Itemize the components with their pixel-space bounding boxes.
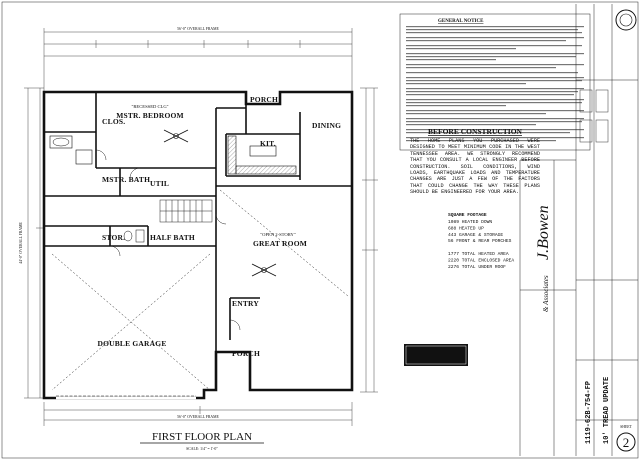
general-notice-box bbox=[399, 13, 591, 151]
before-construction-heading: BEFORE CONSTRUCTION bbox=[428, 127, 523, 136]
recessed-ceiling-note: "RECESSED CLG" bbox=[131, 104, 168, 109]
title-block bbox=[519, 4, 638, 456]
garage-door bbox=[56, 395, 196, 400]
plan-number: 1119-62B-754-FP bbox=[585, 381, 593, 444]
room-label-utility: UTIL bbox=[150, 179, 169, 188]
overall-width-label: 56'-0" OVERALL FRAME bbox=[177, 27, 219, 31]
general-notice-text bbox=[406, 26, 584, 142]
room-label-storage: STOR. bbox=[102, 233, 125, 242]
square-footage-line: 1089 HEATED DOWN bbox=[448, 219, 492, 225]
firm-name: & Associates bbox=[542, 275, 550, 312]
square-footage-line: 2276 TOTAL UNDER ROOF bbox=[448, 264, 506, 270]
before-construction-body: THE HOME PLANS YOU PURCHASED WERE DESIGN… bbox=[410, 138, 540, 196]
ceiling-fan-icon bbox=[163, 129, 189, 143]
interior-walls bbox=[44, 92, 352, 352]
note-stamp bbox=[404, 344, 468, 366]
great-room-height-note: "OPEN 2-STORY" bbox=[260, 232, 296, 237]
room-label-closet: CLOS. bbox=[102, 117, 125, 126]
square-footage-line: 688 HEATED UP bbox=[448, 225, 484, 231]
square-footage-line: 2220 TOTAL ENCLOSED AREA bbox=[448, 257, 514, 263]
room-label-porch-front: PORCH bbox=[232, 349, 260, 358]
firm-signature: J.Bowen bbox=[535, 205, 552, 260]
room-label-master-bedroom: MSTR. BEDROOM bbox=[116, 111, 184, 120]
room-label-double-garage: DOUBLE GARAGE bbox=[97, 339, 166, 348]
room-label-kitchen: KIT. bbox=[260, 139, 276, 148]
sheet-number-circle bbox=[616, 432, 636, 452]
room-label-entry: ENTRY bbox=[232, 299, 259, 308]
plan-title: FIRST FLOOR PLAN bbox=[152, 431, 252, 443]
firm-seal-icon bbox=[615, 9, 637, 31]
room-label-half-bath: HALF BATH bbox=[150, 233, 195, 242]
overall-depth-label: 44'-0" OVERALL FRAME bbox=[19, 221, 23, 263]
dimension-lines bbox=[24, 28, 378, 426]
stair bbox=[159, 199, 213, 223]
general-notice-heading: GENERAL NOTICE bbox=[438, 19, 484, 24]
room-label-porch-rear: PORCH bbox=[250, 95, 278, 104]
overall-width-label-bottom: 56'-0" OVERALL FRAME bbox=[177, 415, 219, 419]
ceiling-fan-icon bbox=[251, 263, 277, 277]
ceiling-fan-icons bbox=[163, 129, 277, 277]
exterior-walls bbox=[42, 90, 354, 400]
square-footage-line: 56 FRONT & REAR PORCHES bbox=[448, 238, 512, 244]
square-footage-heading: SQUARE FOOTAGE bbox=[448, 212, 487, 218]
square-footage-line: 443 GARAGE & STORAGE bbox=[448, 232, 503, 238]
room-label-master-bath: MSTR. BATH bbox=[102, 175, 150, 184]
plan-scale: SCALE: 1/4" = 1'-0" bbox=[186, 447, 218, 451]
door-swings bbox=[95, 149, 241, 331]
sheet-label: SHEET bbox=[620, 425, 632, 429]
revision-label: 10' TREAD UPDATE bbox=[603, 377, 611, 444]
kitchen-counters bbox=[227, 135, 297, 175]
room-label-dining: DINING bbox=[312, 121, 341, 130]
bath-fixtures bbox=[49, 135, 145, 243]
sheet-number: 2 bbox=[623, 435, 630, 450]
ceiling-lines bbox=[51, 189, 349, 391]
room-label-great-room: GREAT ROOM bbox=[253, 239, 307, 248]
square-footage-line: 1777 TOTAL HEATED AREA bbox=[448, 251, 509, 257]
